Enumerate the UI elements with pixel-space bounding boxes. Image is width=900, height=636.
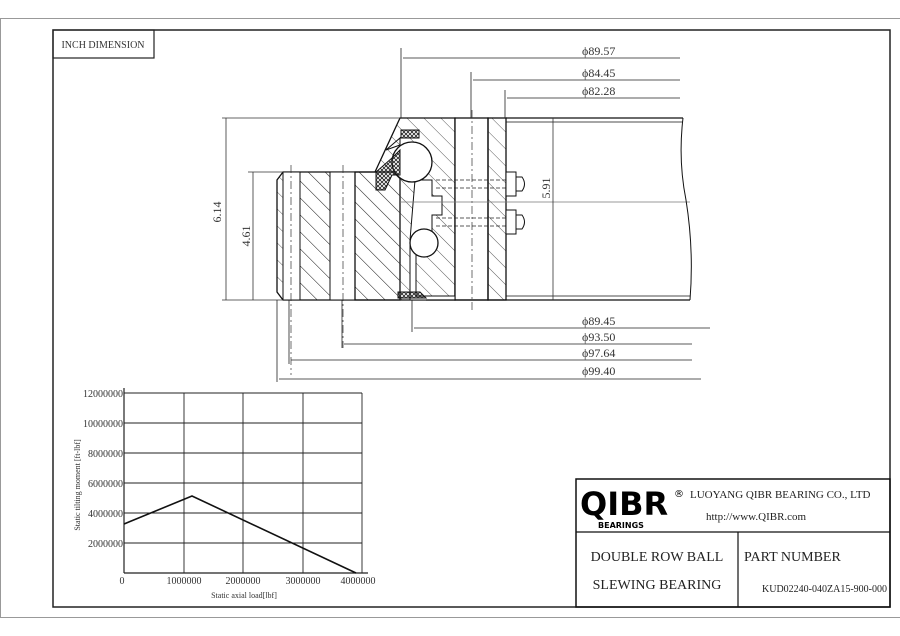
y-tick: 8000000: [88, 449, 123, 460]
dim-top-1: ϕ89.57: [582, 44, 615, 58]
title-block: QIBR BEARINGS ® LUOYANG QIBR BEARING CO.…: [575, 478, 891, 608]
dim-height-right: 5.91: [539, 178, 553, 199]
y-axis-label: Static tilting moment [ft-lbf]: [73, 439, 82, 531]
x-tick: 0: [120, 576, 125, 587]
dim-bottom-3: ϕ97.64: [582, 346, 615, 360]
company-name: LUOYANG QIBR BEARING CO., LTD: [690, 489, 871, 501]
logo-text: QIBR: [580, 485, 668, 523]
y-tick: 4000000: [88, 509, 123, 520]
x-tick: 3000000: [286, 576, 321, 587]
product-name-line2: SLEWING BEARING: [593, 578, 722, 593]
y-tick: 10000000: [83, 419, 123, 430]
dim-bottom-1: ϕ89.45: [582, 314, 615, 328]
load-chart: 12000000 10000000 8000000 6000000 400000…: [73, 388, 376, 600]
company-website: http://www.QIBR.com: [706, 511, 807, 523]
dim-top-2: ϕ84.45: [582, 66, 615, 80]
registered-mark: ®: [674, 489, 684, 500]
dim-height-inner: 4.61: [239, 226, 253, 247]
part-number-value: KUD02240-040ZA15-900-000: [762, 584, 887, 595]
bolt-nut-upper: [505, 171, 525, 197]
x-tick: 4000000: [341, 576, 376, 587]
unit-label: INCH DIMENSION: [61, 40, 144, 51]
dim-bottom-4: ϕ99.40: [582, 364, 615, 378]
x-axis-label: Static axial load[lbf]: [211, 591, 277, 600]
load-curve: [123, 495, 357, 574]
dim-height-outer: 6.14: [210, 202, 224, 223]
inner-border: [52, 29, 891, 608]
product-name-line1: DOUBLE ROW BALL: [591, 550, 724, 565]
dim-heights-left: 6.14 4.61: [210, 117, 400, 301]
x-tick: 2000000: [226, 576, 261, 587]
dim-bottom-2: ϕ93.50: [582, 330, 615, 344]
x-tick: 1000000: [167, 576, 202, 587]
y-tick: 2000000: [88, 539, 123, 550]
bearing-cross-section: 5.91: [276, 110, 692, 375]
y-tick: 12000000: [83, 389, 123, 400]
y-tick: 6000000: [88, 479, 123, 490]
dimension-unit-tag: INCH DIMENSION: [52, 29, 155, 59]
dim-diameters-top: [400, 48, 680, 118]
bolt-nut-lower: [505, 209, 525, 235]
outer-frame: [0, 18, 900, 618]
qibr-logo: QIBR BEARINGS ®: [580, 485, 684, 530]
part-number-label: PART NUMBER: [744, 550, 841, 565]
logo-subtitle: BEARINGS: [598, 521, 644, 530]
dim-top-3: ϕ82.28: [582, 84, 615, 98]
dim-diameters-bottom: [276, 300, 710, 382]
